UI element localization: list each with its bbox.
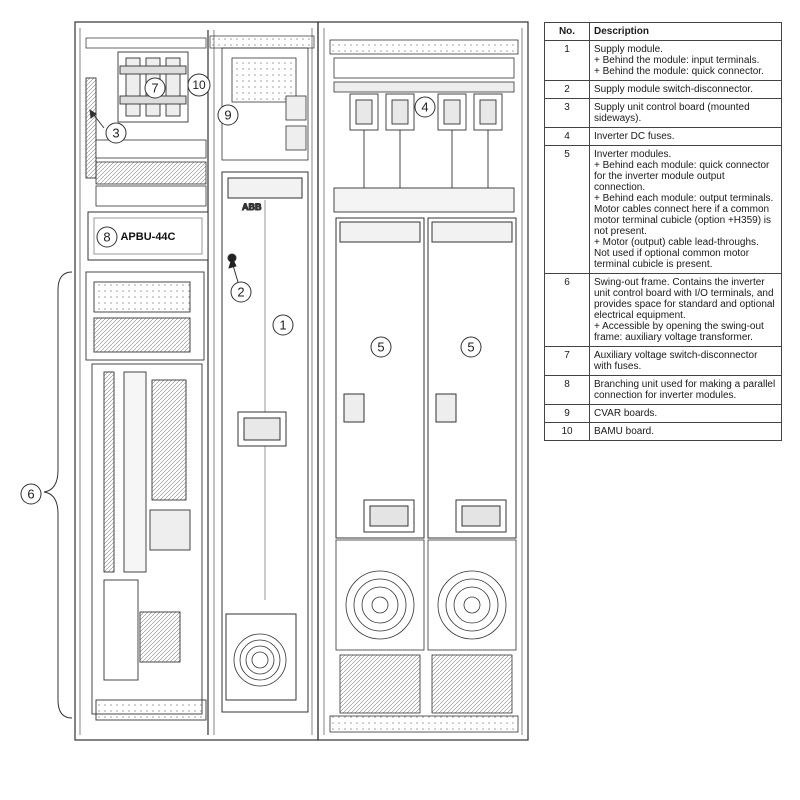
legend-description-line: + Behind each module: quick connector fo… bbox=[594, 160, 770, 193]
svg-text:1: 1 bbox=[279, 318, 286, 333]
inverter-module-right bbox=[427, 217, 517, 539]
callout-9: 9 bbox=[217, 104, 239, 126]
legend-description-line: Supply module switch-disconnector. bbox=[594, 84, 753, 95]
callout-7: 7 bbox=[144, 77, 166, 99]
legend-description-line: Inverter modules. bbox=[594, 149, 672, 160]
legend-item-description: Auxiliary voltage switch-disconnector wi… bbox=[589, 346, 782, 376]
legend-item-description: BAMU board. bbox=[589, 422, 782, 441]
legend-item-description: Supply unit control board (mounted sidew… bbox=[589, 98, 782, 128]
callout-2: 2 bbox=[230, 281, 252, 303]
supply-unit-control-board bbox=[85, 77, 105, 179]
legend-item-description: Swing-out frame. Contains the inverter u… bbox=[589, 273, 782, 347]
legend-item-number: 6 bbox=[544, 273, 590, 347]
legend-item-description: Inverter DC fuses. bbox=[589, 127, 782, 146]
cvar-boards bbox=[221, 47, 309, 161]
legend-header-no: No. bbox=[544, 22, 590, 41]
legend-description-line: + Behind the module: input terminals. bbox=[594, 55, 760, 66]
legend-item-number: 8 bbox=[544, 375, 590, 405]
legend-description-line: + Accessible by opening the swing-out fr… bbox=[594, 321, 764, 343]
callout-5-left: 5 bbox=[370, 336, 392, 358]
legend-description-line: Supply module. bbox=[594, 44, 663, 55]
legend-row: 9 CVAR boards. bbox=[544, 404, 782, 423]
svg-text:4: 4 bbox=[421, 100, 428, 115]
legend-item-number: 9 bbox=[544, 404, 590, 423]
callout-5-right: 5 bbox=[460, 336, 482, 358]
svg-text:5: 5 bbox=[377, 340, 384, 355]
legend-description-line: Inverter DC fuses. bbox=[594, 131, 675, 142]
legend-row: 2 Supply module switch-disconnector. bbox=[544, 80, 782, 99]
legend-item-description: CVAR boards. bbox=[589, 404, 782, 423]
callout-4: 4 bbox=[414, 96, 436, 118]
svg-text:3: 3 bbox=[112, 126, 119, 141]
legend-description-line: + Behind the module: quick connector. bbox=[594, 66, 764, 77]
legend-item-description: Inverter modules.+ Behind each module: q… bbox=[589, 145, 782, 274]
leader-lines bbox=[228, 256, 239, 283]
legend-description-line: + Behind each module: output terminals. … bbox=[594, 193, 774, 237]
legend-header-row: No. Description bbox=[544, 22, 782, 41]
svg-text:2: 2 bbox=[237, 285, 244, 300]
legend-item-number: 4 bbox=[544, 127, 590, 146]
dc-busbar-rail bbox=[329, 39, 519, 93]
right-cabinet bbox=[317, 21, 529, 741]
legend-description-line: CVAR boards. bbox=[594, 408, 658, 419]
legend-description-line: BAMU board. bbox=[594, 426, 655, 437]
legend-description-line: Supply unit control board (mounted sidew… bbox=[594, 102, 750, 124]
callout-6: 6 bbox=[20, 483, 42, 505]
supply-module-brand: ABB bbox=[242, 202, 262, 212]
legend-item-number: 2 bbox=[544, 80, 590, 99]
swing-out-frame bbox=[85, 271, 207, 721]
legend-item-number: 5 bbox=[544, 145, 590, 274]
top-rail-left bbox=[85, 35, 315, 49]
legend-item-description: Branching unit used for making a paralle… bbox=[589, 375, 782, 405]
svg-text:8: 8 bbox=[103, 230, 110, 245]
svg-text:5: 5 bbox=[467, 340, 474, 355]
inverter-fans bbox=[329, 539, 519, 733]
supply-module: ABB bbox=[221, 171, 309, 713]
legend-row: 10 BAMU board. bbox=[544, 422, 782, 441]
svg-text:7: 7 bbox=[151, 81, 158, 96]
svg-text:10: 10 bbox=[192, 78, 206, 92]
terminal-strip-upper bbox=[95, 139, 207, 207]
swing-out-frame-bracket bbox=[43, 271, 73, 719]
callout-10: 10 bbox=[187, 73, 211, 97]
legend-item-number: 1 bbox=[544, 40, 590, 81]
legend-row: 4 Inverter DC fuses. bbox=[544, 127, 782, 146]
callout-1: 1 bbox=[272, 314, 294, 336]
legend-item-number: 7 bbox=[544, 346, 590, 376]
legend-header-description: Description bbox=[589, 22, 782, 41]
supply-module-fan bbox=[233, 633, 287, 687]
legend-description-line: Swing-out frame. Contains the inverter u… bbox=[594, 277, 775, 321]
legend-item-description: Supply module.+ Behind the module: input… bbox=[589, 40, 782, 81]
legend-item-description: Supply module switch-disconnector. bbox=[589, 80, 782, 99]
callout-3: 3 bbox=[105, 122, 127, 144]
legend-description-line: Auxiliary voltage switch-disconnector wi… bbox=[594, 350, 758, 372]
inverter-dc-fuses bbox=[333, 93, 515, 213]
callout-8: 8 bbox=[96, 226, 118, 248]
inverter-module-left bbox=[335, 217, 425, 539]
svg-text:6: 6 bbox=[27, 487, 34, 502]
legend-item-number: 3 bbox=[544, 98, 590, 128]
legend-item-number: 10 bbox=[544, 422, 590, 441]
branching-unit-label: APBU-44C bbox=[120, 231, 175, 243]
cabinet-layout-drawing: APBU-44C ABB bbox=[20, 21, 529, 741]
legend-description-line: + Motor (output) cable lead-throughs. No… bbox=[594, 237, 759, 270]
svg-text:9: 9 bbox=[224, 108, 231, 123]
legend-description-line: Branching unit used for making a paralle… bbox=[594, 379, 776, 401]
